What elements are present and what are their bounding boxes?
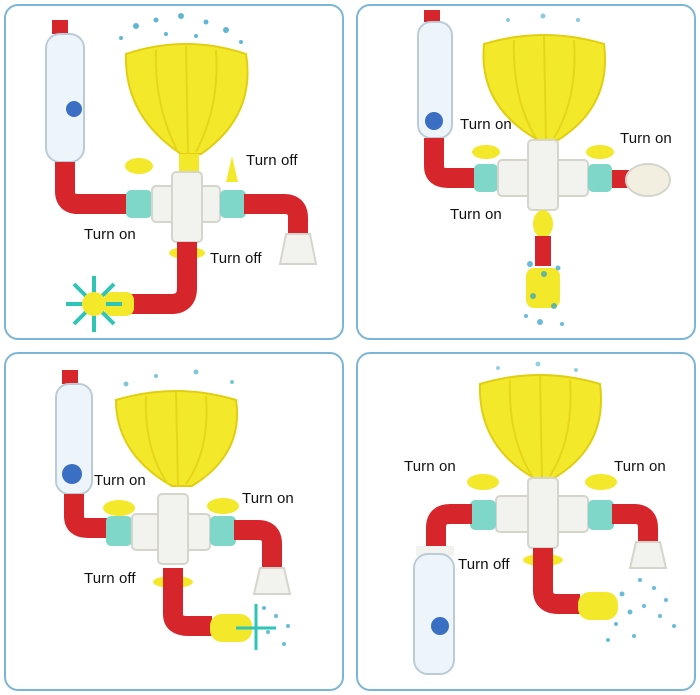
panel-top-right: Turn on Turn on Turn on (356, 4, 696, 340)
toy-illustration (417, 10, 671, 326)
annotation-label: Turn off (84, 570, 136, 587)
panel-bottom-left: Turn on Turn on Turn off (4, 352, 344, 691)
toy-illustration (45, 13, 318, 332)
toy-illustration (55, 369, 292, 650)
toy-illustration (413, 361, 676, 675)
annotation-label: Turn on (94, 472, 146, 489)
annotation-label: Turn off (246, 152, 298, 169)
annotation-label: Turn on (460, 116, 512, 133)
annotation-label: Turn off (210, 250, 262, 267)
annotation-label: Turn off (458, 556, 510, 573)
annotation-label: Turn on (84, 226, 136, 243)
annotation-label: Turn on (404, 458, 456, 475)
annotation-label: Turn on (242, 490, 294, 507)
annotation-label: Turn on (614, 458, 666, 475)
annotation-label: Turn on (620, 130, 672, 147)
panel-top-left: Turn off Turn on Turn off (4, 4, 344, 340)
annotation-label: Turn on (450, 206, 502, 223)
panel-bottom-right: Turn on Turn on Turn off (356, 352, 696, 691)
